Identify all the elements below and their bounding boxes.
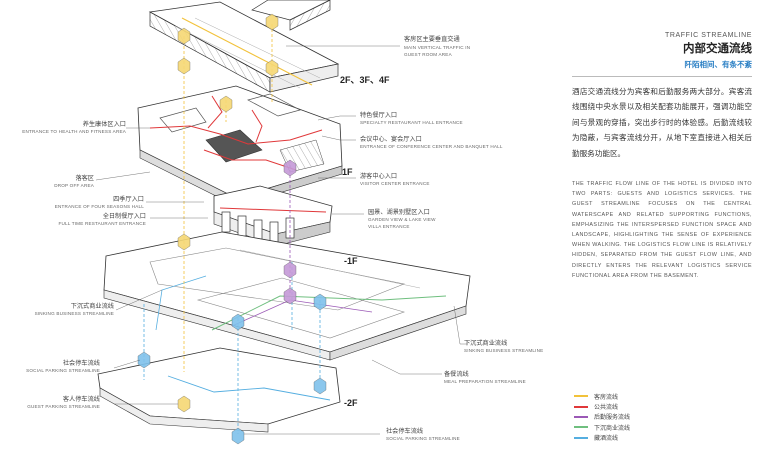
legend-item-sinking: 下沉商业流线 xyxy=(574,422,694,432)
label-social-parking-left-en: SOCIAL PARKING STREAMLINE xyxy=(26,368,100,373)
legend-swatch xyxy=(574,405,588,408)
page-subtitle: 阡陌相间、有条不紊 xyxy=(684,60,753,69)
description-chinese: 酒店交通流线分为宾客和后勤服务两大部分。宾客流线围绕中央水景以及相关配套功能展开… xyxy=(572,87,752,158)
label-guest-parking-en: GUEST PARKING STREAMLINE xyxy=(27,404,100,409)
label-drop-off: 落客区 xyxy=(75,174,94,182)
legend-swatch xyxy=(574,436,588,439)
label-four-seasons: 四季厅入口 xyxy=(113,195,144,203)
label-meal-preparation: 备餐流线 xyxy=(444,370,469,378)
legend-label: 下沉商业流线 xyxy=(594,424,631,432)
label-vertical-traffic-en1: MAIN VERTICAL TRAFFIC IN xyxy=(404,45,470,50)
label-health-fitness: 养生康体区入口 xyxy=(83,120,126,128)
label-four-seasons-en: ENTRANCE OF FOUR SEASONS HALL xyxy=(55,204,145,209)
label-visitor-center: 游客中心入口 xyxy=(360,172,397,180)
legend-swatch xyxy=(574,415,588,418)
label-villa-entrance-en1: GARDEN VIEW & LAKE VIEW xyxy=(368,217,436,222)
label-villa-entrance-en2: VILLA ENTRANCE xyxy=(368,224,410,229)
label-conference-center: 会议中心、宴会厅入口 xyxy=(360,135,422,143)
legend-item-guest: 客房流线 xyxy=(574,391,694,401)
legend-label: 公共流线 xyxy=(594,404,619,412)
label-full-time-restaurant: 全日制餐厅入口 xyxy=(103,212,146,220)
label-specialty-restaurant-en: SPECIALTY RESTAURANT HALL ENTRANCE xyxy=(360,120,463,125)
floor-label-b1: -1F xyxy=(344,256,358,266)
label-health-fitness-en: ENTRANCE TO HEALTH AND FITNESS AREA xyxy=(22,129,126,134)
legend-swatch xyxy=(574,426,588,429)
label-meal-preparation-en: MEAL PREPARATION STREAMLINE xyxy=(444,379,526,384)
title-english: TRAFFIC STREAMLINE xyxy=(664,32,752,39)
label-full-time-restaurant-en: FULL TIME RESTAURANT ENTRANCE xyxy=(58,221,146,226)
first-floor-block xyxy=(137,85,343,207)
label-vertical-traffic-en2: GUEST ROOM AREA xyxy=(404,52,453,57)
podium-block xyxy=(213,185,333,247)
legend-item-wine: 藏酒流线 xyxy=(574,433,694,443)
page-title: 内部交通流线 xyxy=(683,41,752,55)
legend-label: 藏酒流线 xyxy=(594,435,619,443)
label-social-parking-left: 社会停车流线 xyxy=(63,359,100,367)
floor-label-b2: -2F xyxy=(344,398,358,408)
vertical-core-markers xyxy=(137,13,327,445)
legend-label: 后勤服务流线 xyxy=(594,414,631,422)
legend-label: 客房流线 xyxy=(594,393,619,401)
label-guest-parking: 客人停车流线 xyxy=(63,395,100,403)
streamline-diagram: 2F、3F、4F 1F -1F -2F 客房区主要垂直交通 MAIN VERTI… xyxy=(22,0,543,445)
legend-swatch xyxy=(574,395,588,398)
legend-item-logistics: 后勤服务流线 xyxy=(574,412,694,422)
label-sinking-business-left: 下沉式商业流线 xyxy=(71,302,114,310)
label-social-parking-bottom: 社会停车流线 xyxy=(386,427,423,435)
floor-label-upper: 2F、3F、4F xyxy=(340,75,390,85)
description-panel: TRAFFIC STREAMLINE 内部交通流线 阡陌相间、有条不紊 酒店交通… xyxy=(572,32,752,281)
label-sinking-business-left-en: SINKING BUSINESS STREAMLINE xyxy=(35,311,114,316)
leader-lines xyxy=(95,45,468,435)
label-sinking-business-right: 下沉式商业流线 xyxy=(464,339,507,347)
description-english: THE TRAFFIC FLOW LINE OF THE HOTEL IS DI… xyxy=(572,181,753,279)
title-divider xyxy=(572,76,752,77)
legend-item-public: 公共流线 xyxy=(574,401,694,411)
label-drop-off-en: DROP OFF AREA xyxy=(54,183,95,188)
label-conference-center-en: ENTRANCE OF CONFERENCE CENTER AND BANQUE… xyxy=(360,144,503,149)
label-social-parking-bottom-en: SOCIAL PARKING STREAMLINE xyxy=(386,436,460,441)
label-villa-entrance: 园景、湖景别墅区入口 xyxy=(368,208,430,216)
legend: 客房流线 公共流线 后勤服务流线 下沉商业流线 藏酒流线 xyxy=(574,391,694,443)
basement-2-plate xyxy=(97,347,341,433)
label-visitor-center-en: VISITOR CENTER ENTRANCE xyxy=(360,181,430,186)
label-vertical-traffic: 客房区主要垂直交通 xyxy=(404,35,460,43)
floor-label-1f: 1F xyxy=(342,167,353,177)
label-specialty-restaurant: 特色餐厅入口 xyxy=(360,111,397,119)
label-sinking-business-right-en: SINKING BUSINESS STREAMLINE xyxy=(464,348,543,353)
